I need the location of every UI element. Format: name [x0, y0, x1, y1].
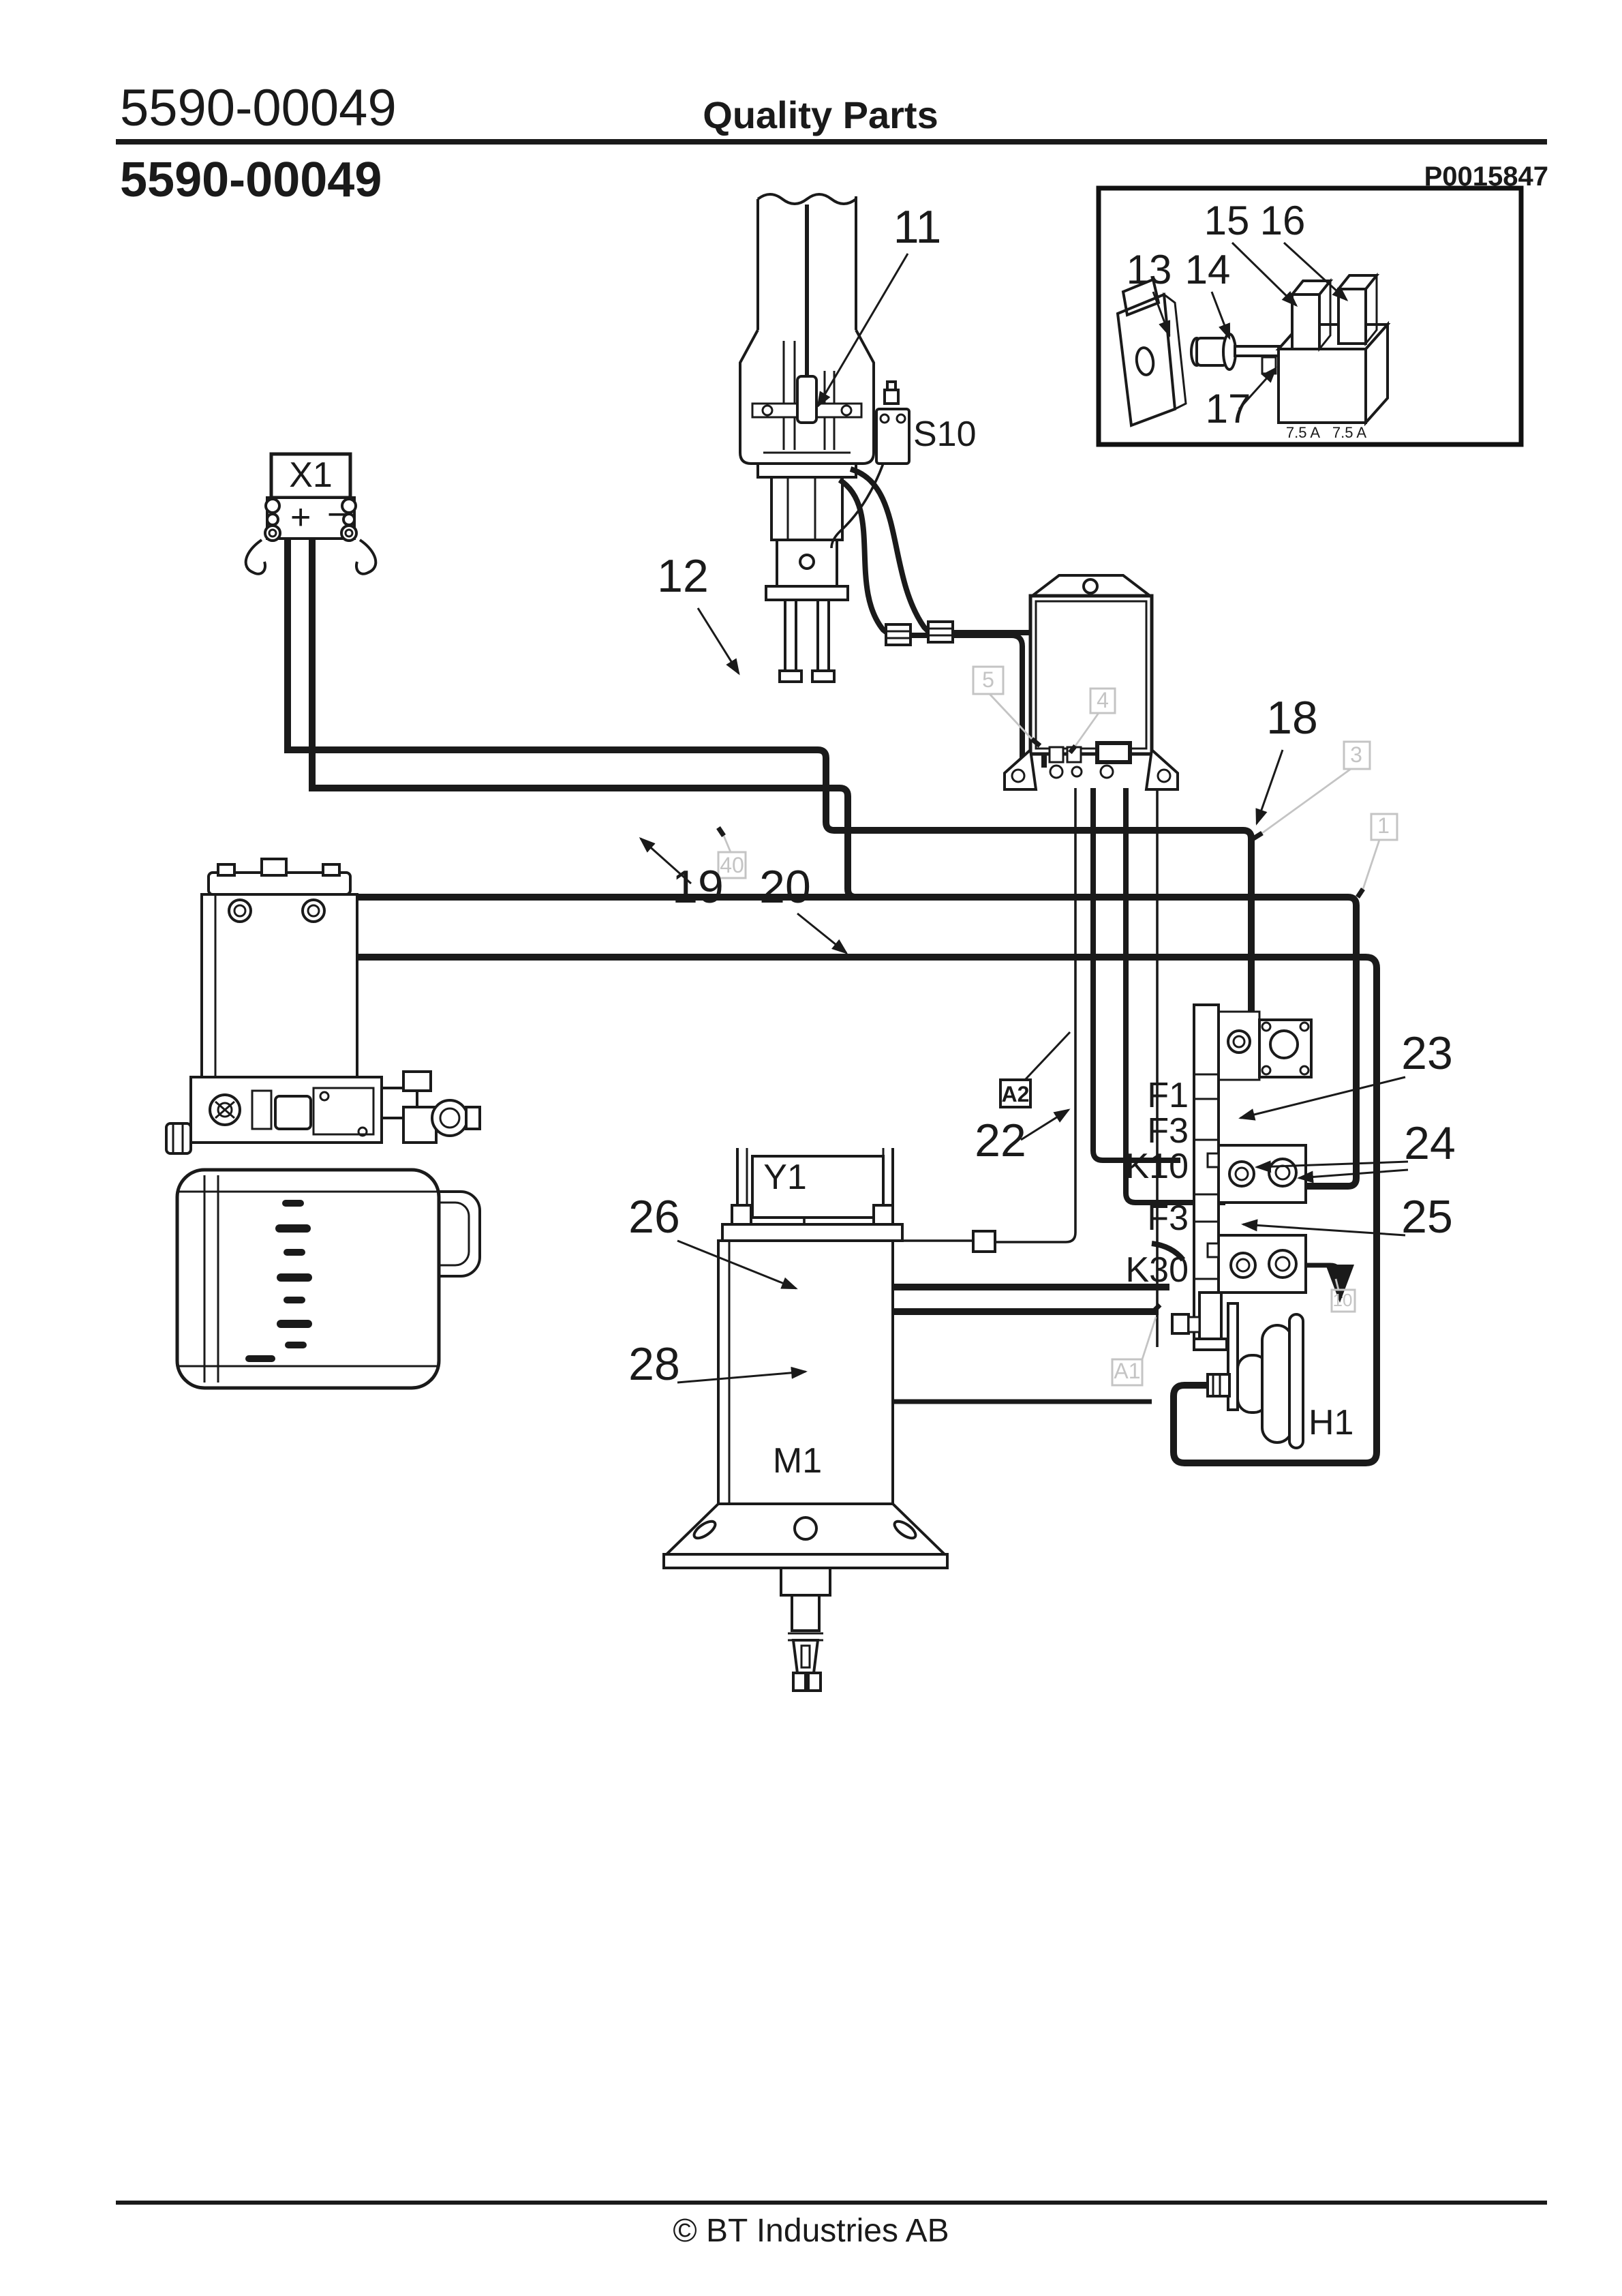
refbox-40: 40: [720, 853, 744, 877]
page-footer: © BT Industries AB: [116, 2201, 1547, 2249]
callout-11: 11: [893, 201, 942, 253]
reference-boxes: A2 5 4 3 1 40 10 A1: [716, 665, 1398, 1387]
controller-a2: [1003, 574, 1179, 791]
component-s10: S10: [913, 414, 977, 454]
contactor-panel: F1 F3 K10 F3 K30: [1125, 1003, 1313, 1351]
refbox-1: 1: [1377, 813, 1390, 838]
callout-17: 17: [1206, 386, 1251, 432]
wire-battery-plus: [284, 539, 1255, 1018]
battery-minus-label: −: [327, 495, 348, 534]
component-h1: H1: [1309, 1403, 1353, 1442]
pump-unit: [165, 858, 481, 1390]
label-k30: K30: [1125, 1250, 1189, 1290]
refbox-a1: A1: [1114, 1359, 1140, 1383]
refbox-4: 4: [1097, 688, 1109, 712]
tiller-assembly: S10: [739, 193, 977, 683]
callout-25: 25: [1401, 1191, 1453, 1243]
callout-13: 13: [1127, 247, 1172, 292]
fuse-rating-right: 7.5 A: [1332, 424, 1366, 441]
fuse-rating-left: 7.5 A: [1286, 424, 1320, 441]
label-f1: F1: [1147, 1076, 1189, 1115]
callout-18: 18: [1266, 692, 1318, 744]
component-m1: M1: [773, 1441, 822, 1481]
doc-number-bold: 5590-00049: [120, 153, 382, 207]
component-x1: X1: [289, 455, 333, 495]
footer-copyright: © BT Industries AB: [673, 2213, 949, 2249]
motor-m1: Y1 M1: [662, 1148, 949, 1692]
wire-22: [995, 788, 1077, 1243]
battery-plus-label: +: [290, 498, 311, 537]
horn-h1: H1: [1206, 1302, 1353, 1449]
refbox-5: 5: [982, 667, 994, 692]
battery-connector-x1: X1 + −: [244, 452, 378, 575]
footer-rule: [116, 2201, 1547, 2205]
refbox-3: 3: [1350, 742, 1362, 767]
callouts: 11 12 18 19 20 22 23 24 25 26 28: [628, 201, 1456, 1390]
component-a2: A2: [1002, 1082, 1030, 1106]
callout-22: 22: [975, 1115, 1026, 1166]
header-rule: [116, 139, 1547, 145]
callout-16: 16: [1260, 198, 1306, 243]
label-k10: K10: [1125, 1147, 1189, 1186]
callout-20: 20: [759, 861, 811, 913]
callout-28: 28: [628, 1338, 680, 1390]
callout-12: 12: [657, 550, 709, 602]
refbox-10: 10: [1333, 1290, 1353, 1310]
callout-24: 24: [1404, 1117, 1456, 1169]
callout-23: 23: [1401, 1027, 1453, 1079]
callout-26: 26: [628, 1191, 680, 1243]
label-f3-lower: F3: [1147, 1198, 1189, 1238]
callout-15: 15: [1204, 198, 1250, 243]
doc-number-header: 5590-00049: [120, 79, 397, 137]
callout-19: 19: [672, 861, 724, 913]
fuse-inset-box: 13 14 15 16 17 7.5 A 7.5 A: [1096, 185, 1524, 447]
label-f3-upper: F3: [1147, 1111, 1189, 1151]
page-title: Quality Parts: [703, 93, 938, 136]
component-y1: Y1: [763, 1158, 807, 1197]
callout-14: 14: [1185, 247, 1231, 292]
